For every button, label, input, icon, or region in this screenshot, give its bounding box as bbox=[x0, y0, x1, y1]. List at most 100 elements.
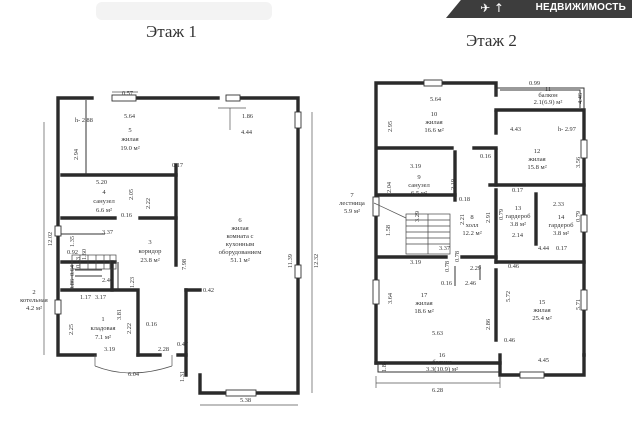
floor1-walls bbox=[56, 96, 300, 395]
svg-text:12: 12 bbox=[534, 148, 541, 155]
realty-logo-icon: ✈ ↑ bbox=[480, 1, 504, 15]
floor1-room-6: 6 жилая комната с кухонным оборудованием… bbox=[219, 217, 263, 264]
svg-text:23.8 м²: 23.8 м² bbox=[140, 257, 159, 264]
svg-text:0.16: 0.16 bbox=[146, 321, 157, 328]
svg-text:2: 2 bbox=[32, 289, 35, 296]
svg-text:3.29: 3.29 bbox=[414, 211, 421, 222]
floor2-plan: Этаж 2 bbox=[339, 31, 588, 394]
svg-text:18.6 м²: 18.6 м² bbox=[414, 308, 433, 315]
svg-text:2.94: 2.94 bbox=[73, 148, 80, 160]
svg-text:3: 3 bbox=[148, 239, 152, 246]
svg-text:51.1 м²: 51.1 м² bbox=[230, 257, 249, 264]
svg-text:3.8 м²: 3.8 м² bbox=[510, 221, 526, 228]
svg-text:1.86: 1.86 bbox=[242, 113, 253, 120]
svg-text:лестница: лестница bbox=[339, 200, 365, 207]
svg-text:4.46: 4.46 bbox=[577, 93, 584, 104]
floor2-room-7: 7 лестница 5.9 м² bbox=[339, 192, 365, 215]
svg-text:7.98: 7.98 bbox=[181, 259, 188, 270]
floor2-balcony-16 bbox=[375, 363, 501, 388]
svg-text:2.46: 2.46 bbox=[102, 277, 113, 284]
svg-text:коридор: коридор bbox=[139, 248, 163, 255]
floor1-porch bbox=[43, 91, 313, 406]
svg-text:6.04: 6.04 bbox=[128, 371, 140, 378]
svg-text:жилая: жилая bbox=[414, 300, 432, 307]
svg-text:5.38: 5.38 bbox=[240, 397, 251, 404]
svg-text:3.8 м²: 3.8 м² bbox=[553, 230, 569, 237]
svg-text:16.6 м²: 16.6 м² bbox=[424, 127, 443, 134]
svg-text:7: 7 bbox=[350, 192, 354, 199]
svg-text:13: 13 bbox=[515, 205, 522, 212]
floor2-title: Этаж 2 bbox=[466, 31, 517, 50]
svg-text:0.79: 0.79 bbox=[575, 211, 582, 222]
svg-text:2.22: 2.22 bbox=[126, 323, 133, 334]
svg-text:0.47: 0.47 bbox=[177, 341, 188, 348]
svg-text:3.81: 3.81 bbox=[116, 309, 123, 320]
floor1-dimensions: 0.57 5.64 1.86 4.44 h- 2.88 2.94 0.17 5.… bbox=[47, 90, 320, 404]
svg-text:жилая: жилая bbox=[424, 119, 442, 126]
svg-text:0.17: 0.17 bbox=[556, 245, 567, 252]
floor2-room-15: 15 жилая 25.4 м² bbox=[532, 299, 551, 322]
svg-text:0.16: 0.16 bbox=[121, 212, 132, 219]
svg-text:балкон: балкон bbox=[538, 92, 558, 99]
svg-text:кухонным: кухонным bbox=[226, 241, 255, 248]
svg-text:оборудованием: оборудованием bbox=[219, 249, 263, 256]
svg-text:санузел: санузел bbox=[408, 182, 430, 189]
svg-text:5.64: 5.64 bbox=[430, 96, 442, 103]
svg-text:1.23: 1.23 bbox=[129, 277, 136, 288]
svg-text:3.37: 3.37 bbox=[439, 245, 450, 252]
svg-text:жилая: жилая bbox=[120, 136, 138, 143]
svg-text:h- 2.97: h- 2.97 bbox=[558, 126, 576, 133]
floor2-dimensions: 5.64 0.99 4.46 2.95 4.43 h- 2.97 0.16 3.… bbox=[381, 80, 584, 394]
floor2-stairs bbox=[373, 202, 451, 255]
floor2-room-14: 14 гардероб 3.8 м² bbox=[548, 214, 574, 237]
floor2-room-13: 13 гардероб 3.8 м² bbox=[505, 205, 531, 228]
svg-text:0.17: 0.17 bbox=[512, 187, 523, 194]
svg-text:холл: холл bbox=[466, 222, 480, 229]
svg-text:h- 2.88: h- 2.88 bbox=[75, 117, 93, 124]
floor1-room-3: 3 коридор 23.8 м² bbox=[139, 239, 163, 264]
svg-text:2.19: 2.19 bbox=[450, 179, 457, 190]
svg-text:12.32: 12.32 bbox=[313, 254, 320, 268]
svg-text:1.60: 1.60 bbox=[81, 249, 88, 260]
svg-text:16: 16 bbox=[439, 352, 446, 359]
svg-text:6.6 м²: 6.6 м² bbox=[96, 207, 112, 214]
svg-text:5.20: 5.20 bbox=[96, 179, 107, 186]
svg-text:2.1(6.9) м²: 2.1(6.9) м² bbox=[534, 99, 563, 106]
floor1-plan: Этаж 1 bbox=[20, 22, 320, 406]
svg-text:0.46: 0.46 bbox=[504, 337, 515, 344]
floor1-room-2: 2 котельная 4.2 м² bbox=[20, 289, 48, 312]
svg-text:1.35: 1.35 bbox=[69, 236, 76, 247]
svg-text:0.17: 0.17 bbox=[172, 162, 183, 169]
floor2-room-9: 9 санузел 6.5 м² bbox=[408, 174, 430, 197]
svg-text:6.28: 6.28 bbox=[432, 387, 443, 394]
svg-text:3.3(10.9) м²: 3.3(10.9) м² bbox=[426, 366, 458, 373]
svg-text:8: 8 bbox=[470, 214, 474, 221]
floor1-room-4: 4 санузел 6.6 м² bbox=[93, 189, 115, 214]
svg-text:7.1 м²: 7.1 м² bbox=[95, 334, 111, 341]
svg-text:11: 11 bbox=[545, 86, 551, 93]
svg-text:5.64: 5.64 bbox=[124, 113, 136, 120]
svg-text:19.0 м²: 19.0 м² bbox=[120, 145, 139, 152]
svg-text:жилая: жилая bbox=[230, 225, 248, 232]
svg-text:4.45: 4.45 bbox=[538, 357, 549, 364]
svg-text:4: 4 bbox=[102, 189, 106, 196]
svg-text:1.58: 1.58 bbox=[385, 225, 392, 236]
svg-text:1.83: 1.83 bbox=[381, 361, 388, 372]
svg-text:5: 5 bbox=[128, 127, 132, 134]
floor2-balcony-11 bbox=[495, 87, 585, 110]
svg-text:0.57: 0.57 bbox=[122, 90, 133, 97]
svg-text:2.05: 2.05 bbox=[128, 189, 135, 200]
svg-text:14: 14 bbox=[558, 214, 565, 221]
svg-text:3.19: 3.19 bbox=[410, 163, 421, 170]
svg-text:2.28: 2.28 bbox=[158, 346, 169, 353]
svg-text:0.99: 0.99 bbox=[529, 80, 540, 87]
svg-text:2.04: 2.04 bbox=[386, 181, 393, 193]
svg-text:25.4 м²: 25.4 м² bbox=[532, 315, 551, 322]
floor2-room-10: 10 жилая 16.6 м² bbox=[424, 111, 443, 134]
svg-text:жилая: жилая bbox=[527, 156, 545, 163]
svg-text:1: 1 bbox=[101, 316, 104, 323]
svg-text:кладовая: кладовая bbox=[90, 325, 115, 332]
svg-text:3.37: 3.37 bbox=[102, 229, 113, 236]
floor1-stairs bbox=[71, 254, 117, 270]
